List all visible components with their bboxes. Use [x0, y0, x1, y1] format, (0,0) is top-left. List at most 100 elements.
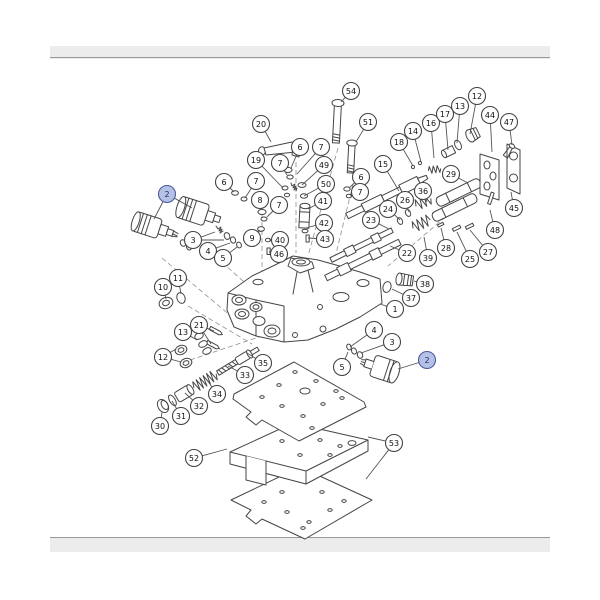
- callout-circle[interactable]: [150, 416, 170, 436]
- callout-2-highlighted[interactable]: 2: [153, 184, 193, 220]
- callout-24[interactable]: 24: [378, 199, 401, 221]
- callout-circle[interactable]: [246, 150, 266, 170]
- callout-48[interactable]: 48: [485, 209, 505, 240]
- callout-circle[interactable]: [189, 396, 209, 416]
- callout-28[interactable]: 28: [436, 227, 456, 258]
- callout-circle[interactable]: [436, 238, 456, 258]
- callout-circle[interactable]: [418, 248, 438, 268]
- callout-circle[interactable]: [467, 86, 487, 106]
- callout-22[interactable]: 22: [389, 243, 417, 263]
- callout-circle[interactable]: [341, 81, 361, 101]
- callout-29[interactable]: 29: [441, 164, 469, 184]
- callout-38[interactable]: 38: [413, 274, 435, 294]
- callout-4[interactable]: 4: [349, 320, 384, 348]
- callout-circle[interactable]: [389, 132, 409, 152]
- callout-26[interactable]: 26: [395, 190, 415, 213]
- callout-50[interactable]: 50: [303, 174, 336, 197]
- callout-circle[interactable]: [499, 112, 519, 132]
- callout-circle-highlighted[interactable]: [157, 184, 177, 204]
- callout-32[interactable]: 32: [184, 392, 209, 416]
- callout-circle[interactable]: [214, 172, 234, 192]
- callout-5[interactable]: 5: [213, 246, 238, 268]
- callout-circle[interactable]: [460, 249, 480, 269]
- callout-circle[interactable]: [332, 357, 352, 377]
- callout-7[interactable]: 7: [266, 195, 289, 218]
- callout-circle[interactable]: [413, 181, 433, 201]
- callout-35[interactable]: 35: [246, 352, 273, 373]
- callout-16[interactable]: 16: [421, 113, 441, 159]
- callout-10[interactable]: 10: [153, 277, 173, 300]
- callout-circle[interactable]: [246, 171, 266, 191]
- callout-circle[interactable]: [207, 384, 227, 404]
- callout-12[interactable]: 12: [467, 86, 487, 135]
- callout-circle[interactable]: [397, 243, 417, 263]
- callout-11[interactable]: 11: [168, 268, 188, 295]
- callout-52[interactable]: 52: [184, 448, 228, 468]
- callout-7[interactable]: 7: [296, 137, 331, 175]
- callout-circle[interactable]: [173, 322, 193, 342]
- callout-circle[interactable]: [251, 114, 271, 134]
- callout-23[interactable]: 23: [361, 210, 390, 230]
- callout-circle[interactable]: [213, 248, 233, 268]
- callout-31[interactable]: 31: [171, 400, 191, 426]
- callout-circle[interactable]: [253, 353, 273, 373]
- callout-circle[interactable]: [378, 199, 398, 219]
- callout-circle[interactable]: [242, 228, 262, 248]
- callout-circle[interactable]: [401, 288, 421, 308]
- callout-circle[interactable]: [250, 190, 270, 210]
- callout-1[interactable]: 1: [379, 299, 405, 319]
- callout-7[interactable]: 7: [270, 153, 290, 176]
- callout-39[interactable]: 39: [418, 236, 438, 268]
- callout-circle[interactable]: [395, 190, 415, 210]
- callout-circle[interactable]: [269, 244, 289, 264]
- callout-circle[interactable]: [385, 299, 405, 319]
- callout-circle[interactable]: [171, 406, 191, 426]
- callout-circle[interactable]: [382, 332, 402, 352]
- callout-circle[interactable]: [314, 155, 334, 175]
- callout-circle[interactable]: [183, 230, 203, 250]
- callout-6[interactable]: 6: [290, 137, 310, 169]
- callout-circle[interactable]: [350, 182, 370, 202]
- callout-19[interactable]: 19: [246, 150, 284, 189]
- callout-circle[interactable]: [441, 164, 461, 184]
- callout-14[interactable]: 14: [403, 121, 423, 163]
- callout-47[interactable]: 47: [499, 112, 519, 146]
- callout-49[interactable]: 49: [301, 155, 334, 186]
- callout-25[interactable]: 25: [456, 231, 480, 269]
- callout-13[interactable]: 13: [450, 96, 470, 144]
- callout-2-highlighted[interactable]: 2: [397, 350, 437, 370]
- callout-46[interactable]: 46: [268, 244, 289, 264]
- callout-circle[interactable]: [361, 210, 381, 230]
- callout-37[interactable]: 37: [391, 288, 421, 308]
- callout-43[interactable]: 43: [307, 229, 335, 249]
- callout-5[interactable]: 5: [332, 351, 352, 377]
- callout-circle[interactable]: [189, 315, 209, 335]
- callout-7[interactable]: 7: [244, 171, 266, 199]
- callout-53[interactable]: 53: [365, 433, 404, 480]
- callout-circle[interactable]: [290, 137, 310, 157]
- callout-circle[interactable]: [153, 347, 173, 367]
- callout-circle[interactable]: [450, 96, 470, 116]
- callout-15[interactable]: 15: [373, 154, 400, 192]
- callout-circle[interactable]: [311, 137, 331, 157]
- callout-circle[interactable]: [168, 268, 188, 288]
- callout-circle[interactable]: [435, 104, 455, 124]
- callout-circle[interactable]: [373, 154, 393, 174]
- callout-33[interactable]: 33: [227, 365, 255, 385]
- callout-44[interactable]: 44: [480, 105, 500, 153]
- callout-circle[interactable]: [480, 105, 500, 125]
- callout-circle[interactable]: [313, 191, 333, 211]
- callout-41[interactable]: 41: [307, 191, 333, 211]
- callout-8[interactable]: 8: [250, 190, 270, 211]
- callout-circle[interactable]: [478, 242, 498, 262]
- callout-13[interactable]: 13: [173, 322, 198, 342]
- callout-6[interactable]: 6: [214, 172, 235, 193]
- callout-circle-highlighted[interactable]: [417, 350, 437, 370]
- callout-17[interactable]: 17: [435, 104, 455, 151]
- callout-42[interactable]: 42: [305, 213, 334, 233]
- callout-51[interactable]: 51: [355, 112, 378, 143]
- callout-circle[interactable]: [485, 220, 505, 240]
- callout-21[interactable]: 21: [189, 315, 215, 345]
- callout-18[interactable]: 18: [389, 132, 414, 167]
- callout-circle[interactable]: [235, 365, 255, 385]
